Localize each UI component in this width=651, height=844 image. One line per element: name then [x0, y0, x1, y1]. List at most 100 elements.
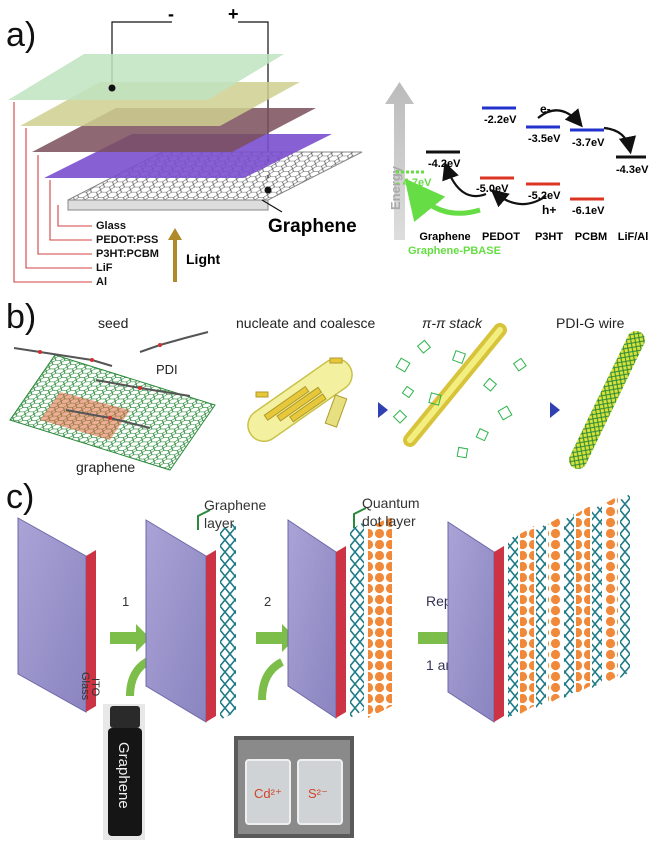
pdi-g-wire [569, 331, 645, 469]
energy-levels: -2.2eV -3.5eV -3.7eV -4.3eV -4.2eV - 4.7… [396, 106, 649, 217]
bottle-cap [110, 706, 140, 728]
step-1-label: 1 [122, 594, 129, 609]
panel-b: b) seed nucleate and coalesce π-π stack … [6, 298, 645, 475]
light-arrow-head [168, 228, 182, 240]
graphene-pointer [261, 199, 283, 213]
glass-label: Glass [79, 672, 91, 701]
substrate-3-ito [336, 546, 346, 718]
graphene-sheet-edge [67, 199, 269, 211]
category-p3ht: P3HT [535, 231, 563, 243]
level-lif-al-label: -4.3eV [616, 164, 649, 176]
step-stack-label: π-π stack [422, 315, 483, 331]
layer-label-p3ht: P3HT:PCBM [96, 248, 159, 260]
terminal-minus: - [168, 4, 174, 24]
light-label: Light [186, 251, 221, 267]
substrate-4-glass [447, 521, 495, 723]
panel-c-label: c) [6, 478, 34, 516]
substrate-2-ito [206, 550, 216, 722]
ito-label: ITO [89, 678, 101, 697]
step-arrow-2 [256, 624, 296, 652]
qd-layer-label-1: Quantum [362, 495, 420, 511]
pdi-oxygen-atoms [38, 343, 162, 420]
graphene-layer-label-1: Graphene [204, 497, 266, 513]
terminal-plus: + [228, 4, 239, 24]
energy-axis-label: Energy [388, 165, 403, 210]
pdi-molecule-1 [13, 347, 113, 367]
hole-arrow-2 [442, 161, 487, 198]
graphene-seed-highlight [40, 392, 130, 440]
step-arrow-1 [110, 624, 150, 652]
electron-label: e- [540, 102, 551, 116]
substrate-2-glass [145, 519, 207, 723]
category-graphene: Graphene [419, 231, 470, 243]
panel-a: a) - + Glass PEDOT:PSS P3HT:PCBM LiF Al [6, 4, 649, 288]
energy-axis-arrow [385, 82, 414, 240]
contact-dot-minus [108, 84, 116, 92]
stack-rod-highlight [407, 327, 503, 443]
seed-label: seed [98, 315, 128, 331]
electron-arrow-1 [537, 108, 583, 128]
nucleate-fragment-1 [255, 391, 269, 398]
graphene-seed-label: graphene [76, 459, 135, 475]
level-pcbm-top-label: -3.7eV [572, 137, 605, 149]
hole-arrow-1 [490, 189, 547, 208]
layer-label-al: Al [96, 276, 107, 288]
step-wire-label: PDI-G wire [556, 315, 625, 331]
level-pcbm-bottom-label: -6.1eV [572, 205, 605, 217]
level-graphene-label: -4.2eV [428, 158, 461, 170]
bottle-label: Graphene [115, 742, 132, 809]
category-lif-al: LiF/Al [618, 231, 649, 243]
substrate-3-graphene-layer [350, 522, 364, 718]
multilayer-stack [508, 494, 630, 718]
flow-arrow-2-head [550, 402, 560, 418]
layer-al [8, 54, 284, 100]
substrate-1-glass [17, 517, 87, 713]
level-top-left-label: -2.2eV [484, 114, 517, 126]
panel-b-label: b) [6, 298, 36, 336]
level-pbase-label: - 4.7eV [396, 177, 432, 189]
level-pedot-label: -5.0eV [476, 183, 509, 195]
category-pcbm: PCBM [575, 231, 607, 243]
pbase-arrow [404, 178, 481, 223]
panel-a-label: a) [6, 16, 36, 54]
beaker-curve-arrow [258, 658, 285, 701]
substrate-3-qd-layer [368, 516, 392, 718]
qd-layer-label-2: dot layer [362, 513, 416, 529]
graphene-layer-pointer [197, 509, 211, 530]
layer-label-pedot: PEDOT:PSS [96, 234, 158, 246]
contact-dot-plus [264, 186, 272, 194]
electron-arrow-2 [603, 126, 637, 155]
energy-categories: Graphene PEDOT P3HT PCBM LiF/Al [419, 231, 648, 243]
beaker-cd-label: Cd²⁺ [254, 786, 282, 801]
nucleate-tube [247, 358, 353, 442]
pdi-label: PDI [156, 362, 178, 377]
pbase-label: Graphene-PBASE [408, 245, 501, 257]
carrier-arrows [442, 108, 637, 208]
beaker-s [297, 759, 343, 825]
flow-arrow-1-head [378, 402, 388, 418]
bottle-body [108, 728, 142, 836]
nucleate-fragment-2 [329, 357, 343, 364]
graphene-layer-label-2: layer [204, 515, 235, 531]
pdi-molecule-2 [139, 331, 209, 353]
graphene-label: Graphene [268, 216, 357, 237]
beaker-cd [245, 759, 291, 825]
layer-label-glass: Glass [96, 220, 126, 232]
qd-layer-pointer [353, 507, 367, 528]
level-p3ht-top-label: -3.5eV [528, 133, 561, 145]
step-2-label: 2 [264, 594, 271, 609]
layer-leader-lines [13, 102, 92, 283]
substrate-1-ito [86, 550, 96, 712]
hole-label: h+ [542, 203, 556, 217]
nucleate-fragment-3 [324, 394, 348, 428]
step-nucleate-label: nucleate and coalesce [236, 315, 376, 331]
category-pedot: PEDOT [482, 231, 520, 243]
layer-label-lif: LiF [96, 262, 113, 274]
substrate-2-graphene-layer [220, 522, 236, 720]
layer-labels: Glass PEDOT:PSS P3HT:PCBM LiF Al [96, 220, 159, 288]
beaker-s-label: S²⁻ [308, 786, 328, 801]
substrate-3-glass [287, 519, 337, 719]
stack-fragments [392, 339, 527, 459]
panel-c: c) ITO Glass 1 Graphene layer 2 Quantum … [6, 478, 630, 840]
